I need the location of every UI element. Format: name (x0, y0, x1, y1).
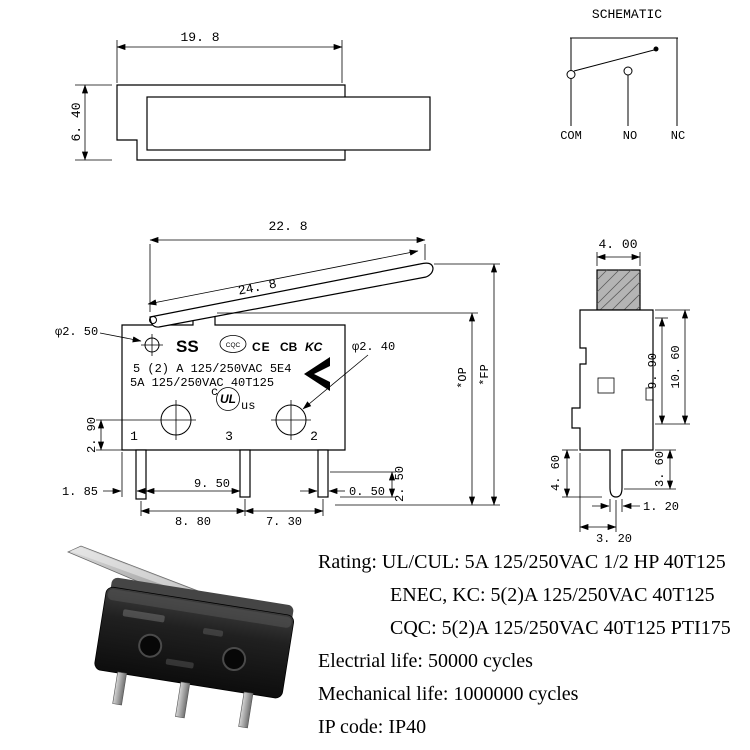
dim-3-60: 3. 60 (653, 451, 667, 487)
hinge-hole (141, 334, 163, 356)
dim-10-60: 10. 60 (669, 345, 683, 388)
lever-side-view: 19. 8 6. 40 (69, 30, 431, 161)
terminal-pin-3 (239, 449, 251, 498)
photo-pin-1 (112, 671, 127, 706)
label-com: COM (560, 129, 582, 143)
plunger-button (596, 269, 641, 311)
dim-2-90: 2. 90 (85, 417, 99, 453)
terminal-number-1: 1 (130, 429, 138, 444)
ratings-block: Rating: UL/CUL: 5A 125/250VAC 1/2 HP 40T… (318, 546, 731, 744)
side-body-notch (645, 387, 653, 401)
photo-print-marking (122, 609, 165, 623)
switch-front-view: SS CQC CE CB KC 5 (2) A 125/250VAC 5E4 5… (55, 219, 500, 529)
dim-fp: *FP (478, 364, 492, 386)
dim-4-60: 4. 60 (549, 455, 563, 491)
terminal-pin-2 (317, 449, 329, 498)
dim-lever-width: 19. 8 (180, 30, 219, 45)
dim-2-50: 2. 50 (393, 466, 407, 502)
photo-pin-2 (238, 691, 254, 729)
ul-mark: UL c us (211, 385, 255, 413)
dim-0-50: 0. 50 (349, 485, 385, 499)
spec-electrical-life: Electrial life: 50000 cycles (318, 650, 533, 672)
photo-print-marking (202, 628, 224, 637)
product-photo (67, 545, 295, 729)
spec-ip-code: IP code: IP40 (318, 716, 427, 738)
schematic-diagram: SCHEMATIC COM NO NC (560, 7, 685, 143)
no-contact-icon (623, 66, 633, 76)
lever-hinge-pin (149, 316, 157, 324)
cqc-mark-text: CQC (226, 342, 241, 349)
photo-hole-right (222, 647, 247, 672)
photo-body-sheen (107, 589, 292, 628)
side-view-dimension-linework (562, 252, 690, 532)
side-body-outline (571, 309, 654, 498)
ce-mark: CE (252, 340, 271, 354)
photo-hole-left (138, 633, 163, 658)
ul-us-text: us (241, 399, 255, 413)
front-view-dimension-linework (96, 236, 500, 516)
lever-inner-plate (146, 96, 431, 151)
switch-side-view: 4. 00 9. 90 10. 60 4. 60 3. 60 1. 20 3. … (549, 237, 690, 546)
dim-9-50: 9. 50 (194, 477, 230, 491)
lever-view-linework (75, 40, 343, 161)
moving-contact-dot (653, 46, 659, 52)
black-cert-mark-icon (304, 357, 330, 391)
com-contact-icon (566, 70, 576, 79)
dim-dia-2-50: φ2. 50 (55, 325, 98, 339)
dim-8-80: 8. 80 (175, 515, 211, 529)
cb-mark: CB (280, 340, 298, 354)
photo-pin-3 (175, 681, 191, 719)
dim-3-20: 3. 20 (596, 532, 632, 546)
schematic-title: SCHEMATIC (592, 7, 662, 22)
body-rating-line2: 5A 125/250VAC 40T125 (130, 376, 274, 390)
mounting-hole-right (271, 400, 311, 440)
spec-rating-enec-kc: ENEC, KC: 5(2)A 125/250VAC 40T125 (390, 584, 715, 606)
dim-1-85: 1. 85 (62, 485, 98, 499)
dim-7-30: 7. 30 (266, 515, 302, 529)
label-no: NO (623, 129, 637, 143)
schematic-linework (570, 37, 678, 126)
dim-9-90: 9. 90 (646, 353, 660, 389)
body-rating-line1: 5 (2) A 125/250VAC 5E4 (133, 362, 291, 376)
dim-dia-2-40: φ2. 40 (352, 340, 395, 354)
label-nc: NC (671, 129, 685, 143)
dim-op: *OP (456, 367, 470, 389)
dim-lever-height: 6. 40 (69, 102, 84, 141)
photo-print-marking (165, 658, 194, 669)
spec-mechanical-life: Mechanical life: 1000000 cycles (318, 683, 579, 705)
terminal-pin-1 (135, 449, 147, 500)
kc-mark: KC (305, 340, 323, 354)
terminal-number-3: 3 (225, 429, 233, 444)
dim-4-00: 4. 00 (598, 237, 637, 252)
model-label: SS (176, 337, 199, 356)
spec-rating-ul: Rating: UL/CUL: 5A 125/250VAC 1/2 HP 40T… (318, 551, 726, 573)
ul-mark-text: UL (220, 392, 236, 406)
spec-rating-cqc: CQC: 5(2)A 125/250VAC 40T125 PTI175 (390, 617, 731, 639)
ul-c-text: c (211, 385, 218, 399)
terminal-number-2: 2 (310, 429, 318, 444)
side-body-detail (597, 377, 615, 394)
dim-22-8: 22. 8 (268, 219, 307, 234)
dim-24-8: 24. 8 (237, 277, 278, 299)
dim-1-20: 1. 20 (643, 500, 679, 514)
mounting-hole-left (96, 400, 196, 440)
cqc-mark: CQC (219, 335, 247, 353)
